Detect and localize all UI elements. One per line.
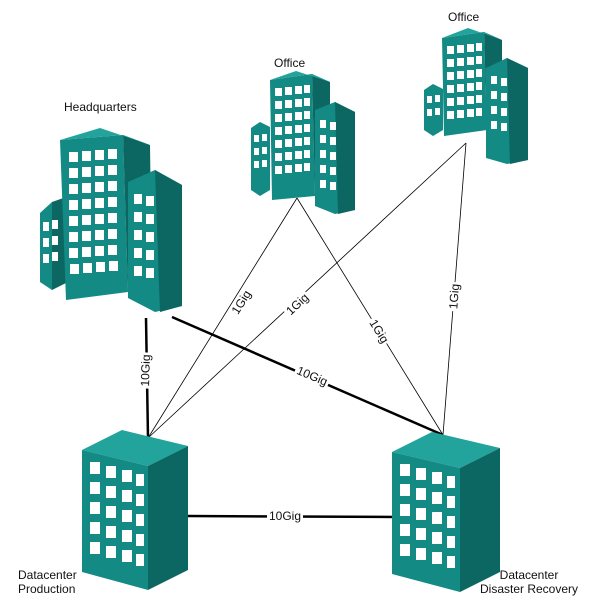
link-label-production-recovery: 10Gig [267, 509, 304, 523]
office-left-label: Office [274, 56, 306, 70]
link-office-right-production [147, 142, 467, 439]
dc-production-label-line1: Datacenter [18, 568, 77, 582]
dc-recovery-label-line2: Disaster Recovery [480, 582, 579, 596]
link-office-left-recovery [296, 197, 444, 436]
dc-recovery-label-line1: Datacenter [499, 568, 559, 582]
dc-recovery-label: Datacenter Disaster Recovery [480, 568, 578, 596]
datacenter-production-server-icon [82, 430, 188, 590]
office-right-label: Office [448, 10, 480, 24]
link-label-office-right-recovery: 1Gig [446, 281, 463, 312]
office-left-building-icon [251, 71, 355, 214]
dc-production-label: Datacenter Production [18, 568, 77, 596]
dc-production-label-line2: Production [18, 582, 76, 596]
headquarters-building-icon [40, 128, 182, 312]
link-label-hq-production: 10Gig [137, 352, 154, 389]
office-right-building-icon [424, 28, 528, 164]
headquarters-label: Headquarters [64, 100, 137, 114]
datacenter-recovery-server-icon [392, 432, 500, 592]
link-office-left-production [147, 197, 298, 439]
